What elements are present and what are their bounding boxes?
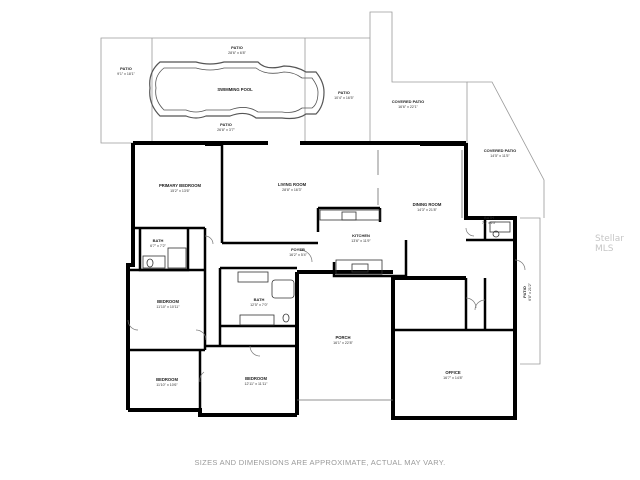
room-label: DINING ROOM — [413, 202, 442, 207]
room-label: PATIO — [231, 45, 243, 50]
covered-patio-outline — [369, 11, 468, 143]
vanity — [142, 255, 166, 269]
kitchen-counter — [319, 209, 381, 221]
room-dims: 13'6" x 11'9" — [351, 239, 371, 243]
room-dims: 12'11" x 11'11" — [245, 382, 269, 386]
door-swing — [474, 299, 486, 311]
vanity — [237, 271, 269, 283]
patio-outline — [100, 37, 370, 144]
fixtures — [142, 209, 511, 326]
room-dims: 11'10" x 10'6" — [156, 383, 178, 387]
vanity — [239, 314, 275, 326]
room-label: PRIMARY BEDROOM — [159, 183, 202, 188]
room-dims: 15'2" x 13'6" — [170, 189, 190, 193]
room-label: BEDROOM — [157, 299, 179, 304]
bathtub — [271, 279, 295, 299]
room-dims: 16'6" x 22'1" — [398, 105, 418, 109]
room-dims: 6'8" x 21'2" — [528, 282, 532, 300]
toilet — [492, 230, 500, 238]
room-dims: 10'4" x 16'5" — [334, 96, 354, 100]
wall — [464, 143, 517, 278]
room-dims: 12'5" x 7'0" — [250, 303, 268, 307]
outdoor-outlines — [100, 11, 545, 365]
wall — [126, 143, 135, 410]
wall — [332, 240, 408, 278]
stove — [341, 211, 357, 221]
room-dims: 28'8" x 16'3" — [282, 188, 302, 192]
room-label: BATH — [484, 216, 494, 220]
swimming-pool-shape — [155, 67, 319, 113]
room-label: PATIO — [220, 122, 232, 127]
room-label: BEDROOM — [245, 376, 267, 381]
room-dims: 16'1" x 22'8" — [333, 341, 353, 345]
room-label: PORCH — [335, 335, 350, 340]
door-swing — [195, 329, 207, 341]
room-label: BATH — [153, 238, 164, 243]
toilet — [282, 313, 290, 323]
room-dims: 16'7" x 14'8" — [443, 376, 463, 380]
wall — [128, 408, 297, 417]
room-dims: 11'10" x 10'11" — [156, 305, 180, 309]
wall — [248, 141, 268, 145]
room-dims: 16'2" x 5'4" — [289, 253, 307, 257]
room-dims: 6'7" x 7'2" — [150, 244, 166, 248]
room-label: BEDROOM — [156, 377, 178, 382]
room-label: PATIO — [120, 66, 132, 71]
sink — [351, 263, 369, 273]
room-dims: 9'1" x 18'1" — [117, 72, 135, 76]
room-label: KITCHEN — [352, 233, 370, 238]
wall — [420, 141, 466, 146]
disclaimer: SIZES AND DIMENSIONS ARE APPROXIMATE, AC… — [194, 458, 446, 467]
swimming-pool-shape — [149, 61, 325, 120]
room-label: LIVING ROOM — [278, 182, 307, 187]
room-dims: 26'8" x 3'7" — [217, 128, 235, 132]
toilet — [146, 258, 154, 268]
room-dims: 14'3" x 21'8" — [417, 208, 437, 212]
doors — [127, 227, 526, 383]
door-swing — [249, 345, 261, 357]
kitchen-island — [335, 259, 383, 275]
thin-lines — [297, 150, 463, 401]
door-swing — [514, 259, 526, 271]
room-label: COVERED PATIO — [484, 148, 517, 153]
door-swing — [127, 319, 139, 331]
room-dims: 7'2" x 6'5" — [482, 221, 496, 225]
room-label: COVERED PATIO — [392, 99, 425, 104]
room-label: FOYER — [291, 247, 305, 252]
interior-walls — [128, 143, 515, 410]
room-dims: 28'6" x 6'8" — [228, 51, 246, 55]
vanity — [489, 221, 511, 233]
wall — [205, 141, 223, 146]
room-label: PATIO — [522, 286, 527, 298]
room-label: SWIMMING POOL — [217, 87, 253, 92]
door-swing — [299, 249, 313, 263]
room-dims: 14'5" x 11'5" — [490, 154, 510, 158]
bathtub — [167, 247, 187, 269]
covered-patio-2-outline — [467, 81, 545, 218]
watermark: Stellar MLS — [595, 234, 624, 254]
wall — [391, 276, 517, 420]
door-swing — [465, 227, 475, 237]
door-swing — [199, 371, 205, 383]
room-label: BATH — [254, 297, 265, 302]
room-labels: PATIO 9'1" x 18'1" PATIO 28'6" x 6'8" SW… — [117, 45, 532, 387]
door-swing — [465, 297, 477, 309]
patio-east-outline — [520, 217, 541, 365]
room-label: OFFICE — [445, 370, 461, 375]
wall — [300, 141, 330, 145]
room-label: PATIO — [338, 90, 350, 95]
door-swing — [204, 235, 214, 245]
